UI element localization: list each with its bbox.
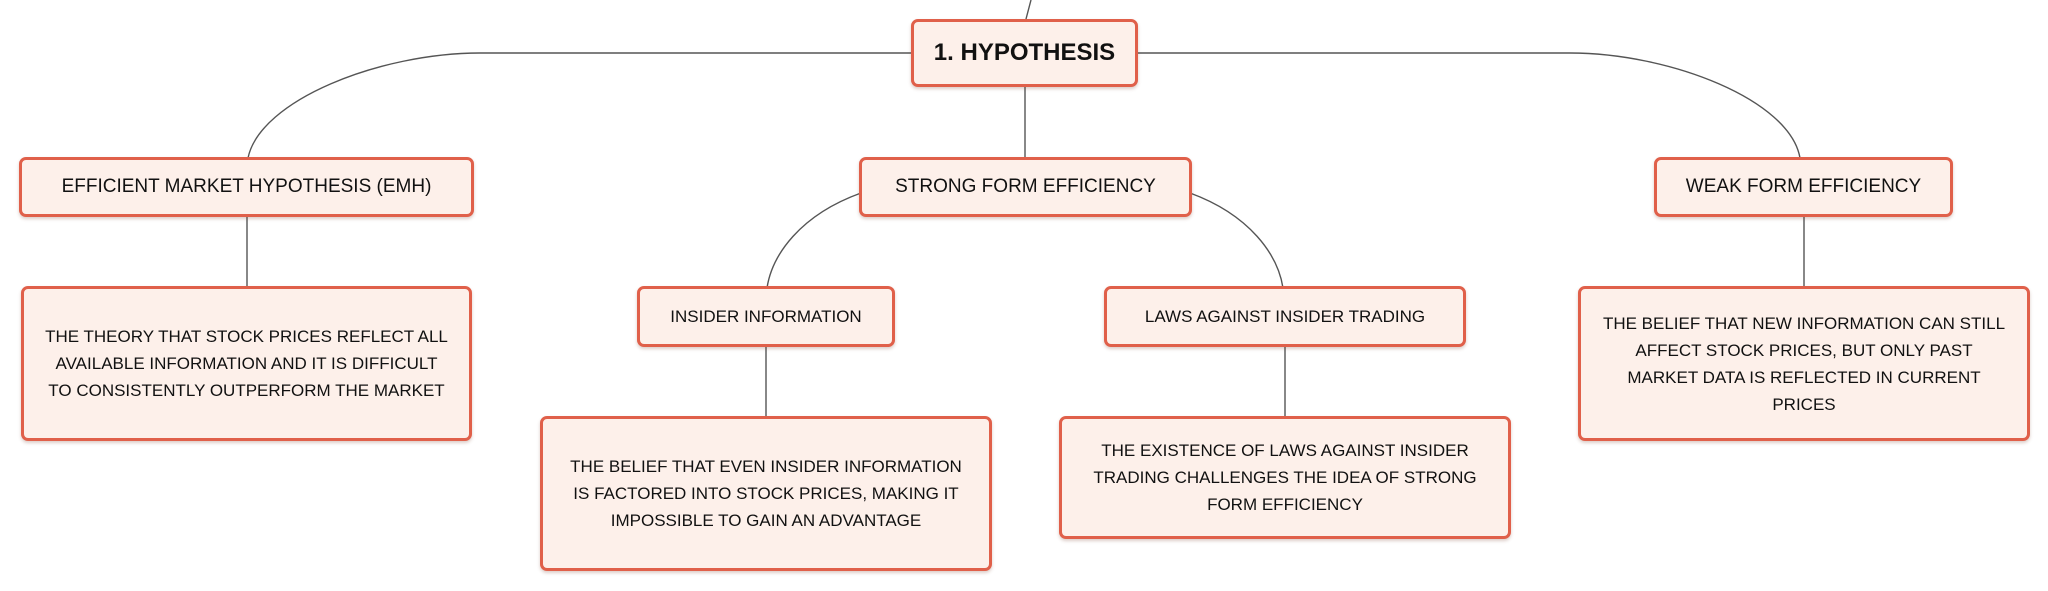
insider-information-detail-node[interactable]: THE BELIEF THAT EVEN INSIDER INFORMATION… [540, 416, 992, 571]
root-node[interactable]: 1. HYPOTHESIS [911, 19, 1138, 87]
emh-detail-text: THE THEORY THAT STOCK PRICES REFLECT ALL… [45, 327, 448, 400]
weak-form-detail-node[interactable]: THE BELIEF THAT NEW INFORMATION CAN STIL… [1578, 286, 2030, 441]
root-label: 1. HYPOTHESIS [933, 39, 1116, 66]
insider-information-detail-text: THE BELIEF THAT EVEN INSIDER INFORMATION… [570, 457, 962, 530]
connector-strong-laws [1189, 192, 1284, 289]
strong-form-node[interactable]: STRONG FORM EFFICIENCY [859, 157, 1192, 217]
weak-form-detail-text: THE BELIEF THAT NEW INFORMATION CAN STIL… [1602, 313, 2006, 414]
emh-node[interactable]: EFFICIENT MARKET HYPOTHESIS (EMH) [19, 157, 474, 217]
emh-detail-node[interactable]: THE THEORY THAT STOCK PRICES REFLECT ALL… [21, 286, 472, 441]
connector-root-weak [1137, 52, 1801, 159]
weak-form-node[interactable]: WEAK FORM EFFICIENCY [1654, 157, 1953, 217]
strong-form-label: STRONG FORM EFFICIENCY [895, 176, 1156, 197]
connector-root-parent [1025, 0, 1032, 20]
laws-against-insider-trading-node[interactable]: LAWS AGAINST INSIDER TRADING [1104, 286, 1466, 347]
insider-information-label: INSIDER INFORMATION [670, 306, 862, 326]
emh-label: EFFICIENT MARKET HYPOTHESIS (EMH) [61, 176, 432, 197]
connector-root-emh [247, 52, 913, 159]
connector-strong-insider [766, 192, 862, 289]
laws-against-insider-trading-label: LAWS AGAINST INSIDER TRADING [1144, 306, 1426, 326]
weak-form-label: WEAK FORM EFFICIENCY [1685, 176, 1922, 197]
laws-detail-text: THE EXISTENCE OF LAWS AGAINST INSIDER TR… [1093, 441, 1477, 514]
laws-detail-node[interactable]: THE EXISTENCE OF LAWS AGAINST INSIDER TR… [1059, 416, 1511, 539]
insider-information-node[interactable]: INSIDER INFORMATION [637, 286, 895, 347]
